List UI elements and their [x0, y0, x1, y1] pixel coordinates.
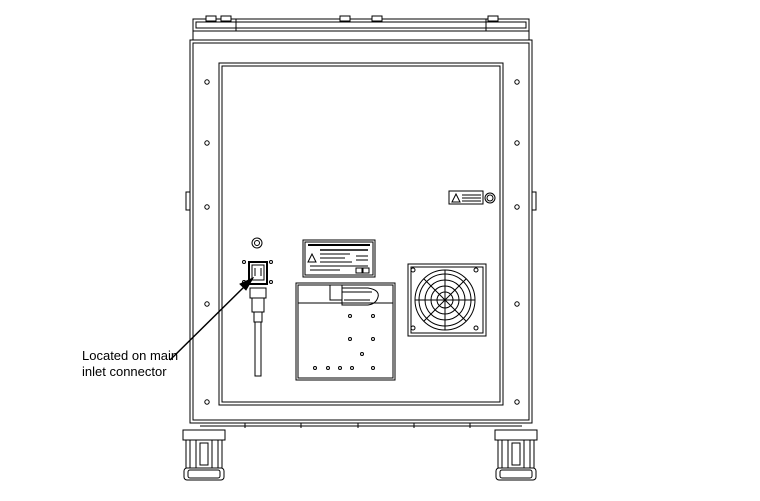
callout-line-2: inlet connector: [82, 364, 167, 379]
connector-plate: [295, 282, 396, 381]
right-caster: [494, 429, 538, 481]
top-handle: [192, 15, 530, 40]
callout-label: Located on main inlet connector: [82, 348, 178, 380]
fan-grille-icon: [407, 263, 487, 337]
base-rail: [190, 422, 532, 428]
callout-leader-arrow: [169, 276, 255, 361]
left-caster: [182, 429, 226, 481]
rating-label: [302, 239, 376, 278]
callout-line-1: Located on main: [82, 348, 179, 363]
power-inlet-icon: [242, 260, 273, 377]
ground-terminal-icon: [251, 237, 263, 249]
warning-label-icon: [448, 190, 496, 205]
rear-panel: [218, 62, 504, 406]
